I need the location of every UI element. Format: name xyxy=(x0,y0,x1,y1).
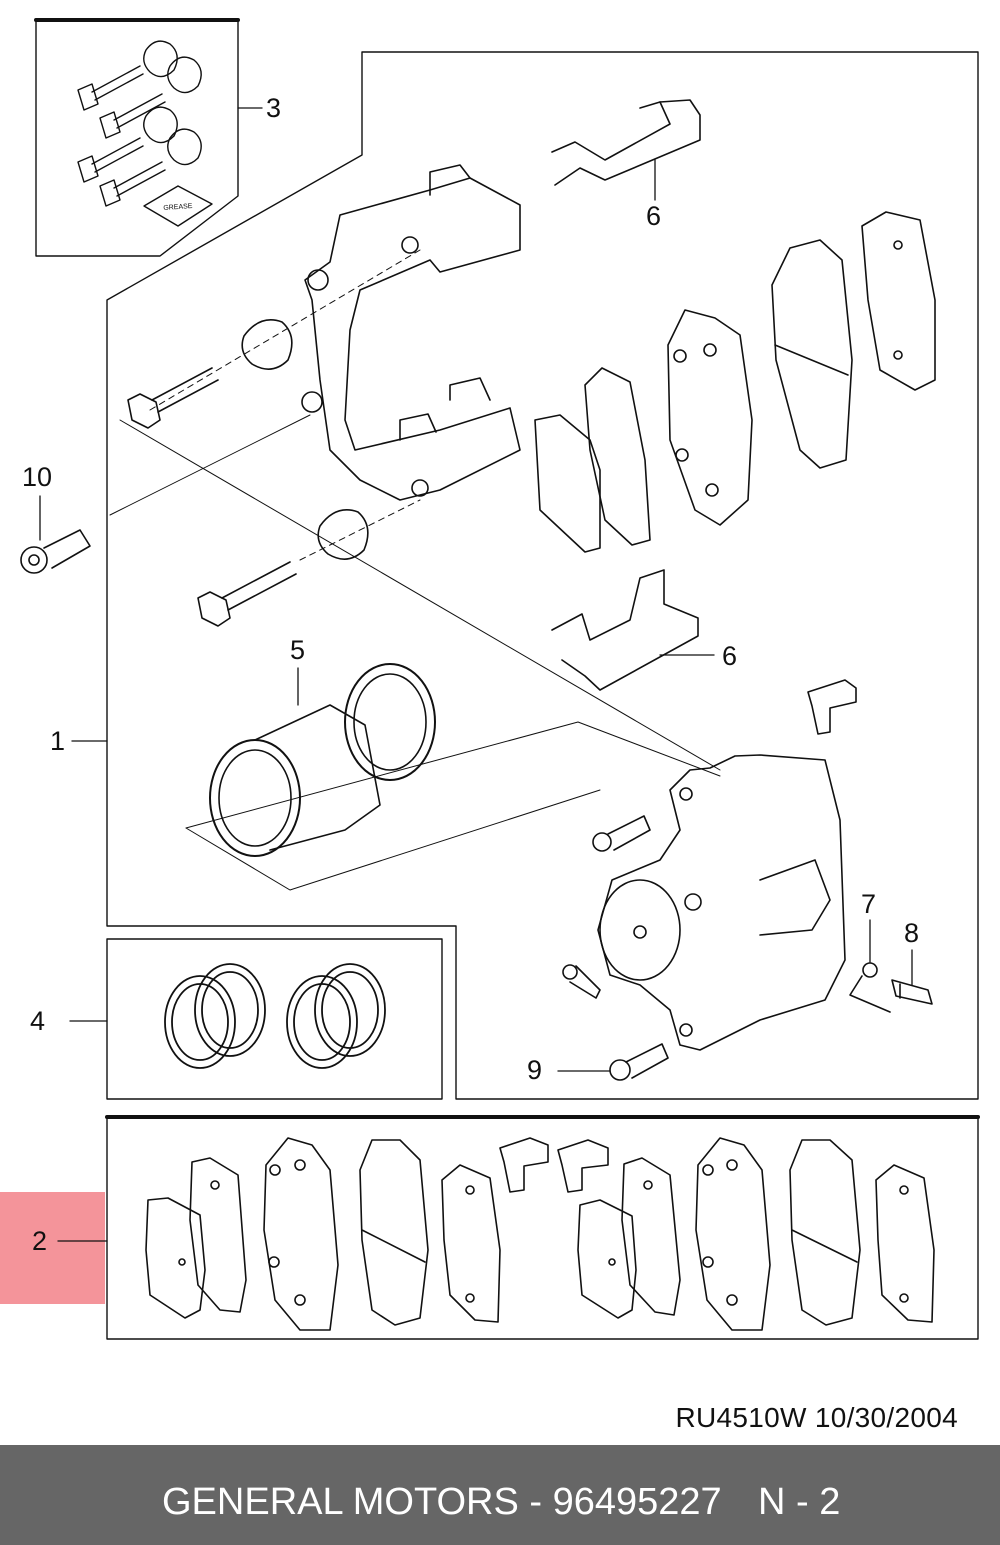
guide-pin-kit xyxy=(77,40,213,227)
callout-5: 5 xyxy=(290,635,306,665)
housing-bolt-9 xyxy=(609,1043,669,1081)
callout-2: 2 xyxy=(32,1226,48,1256)
callout-4: 4 xyxy=(30,1006,46,1036)
lower-guide-pin xyxy=(197,509,369,627)
group-box-4 xyxy=(106,938,443,1100)
footer-part-title: GENERAL MOTORS - 96495227 xyxy=(162,1481,722,1523)
leader-lines xyxy=(39,107,913,1242)
callout-2-highlight xyxy=(0,1192,105,1304)
housing-bolts-upper xyxy=(562,815,651,999)
group-box-1 xyxy=(106,51,979,1100)
callout-7: 7 xyxy=(861,889,877,919)
callout-6-upper: 6 xyxy=(646,201,662,231)
seal-kit xyxy=(164,963,386,1069)
grease-label: GREASE xyxy=(163,203,193,212)
footer-page-number: N - 2 xyxy=(758,1481,841,1523)
callout-1: 1 xyxy=(50,726,66,756)
group1-shim-outer xyxy=(861,211,936,391)
group1-pad-outer xyxy=(771,239,853,469)
assembly-guide-lines xyxy=(109,249,721,891)
grease-packet xyxy=(143,185,213,227)
callout-6-lower: 6 xyxy=(722,641,738,671)
caliper-housing xyxy=(597,754,846,1051)
pad-kit-left-set xyxy=(145,1137,549,1331)
bleeder-screw-8 xyxy=(891,979,933,1005)
bleeder-cap-7 xyxy=(849,962,891,1013)
pad-wear-clip xyxy=(807,679,857,735)
upper-guide-pin xyxy=(127,319,293,429)
caliper-piston xyxy=(209,663,436,857)
upper-pad-clip xyxy=(551,99,701,186)
callout-8: 8 xyxy=(904,918,920,948)
pad-kit-right-set xyxy=(557,1137,935,1331)
callout-3: 3 xyxy=(266,93,282,123)
lower-pad-clip xyxy=(551,569,699,691)
group-box-2 xyxy=(105,1115,980,1340)
bracket-bolt-10 xyxy=(20,529,91,574)
footer-bar: GENERAL MOTORS - 96495227 N - 2 xyxy=(0,1445,1000,1545)
group1-shim-inner xyxy=(534,367,651,553)
diagram-reference-code: RU4510W 10/30/2004 xyxy=(675,1402,958,1433)
group1-pad-inner xyxy=(667,309,753,526)
caliper-bracket xyxy=(301,164,521,501)
callout-9: 9 xyxy=(527,1055,543,1085)
group-box-3 xyxy=(34,18,240,257)
callout-10: 10 xyxy=(22,462,53,492)
